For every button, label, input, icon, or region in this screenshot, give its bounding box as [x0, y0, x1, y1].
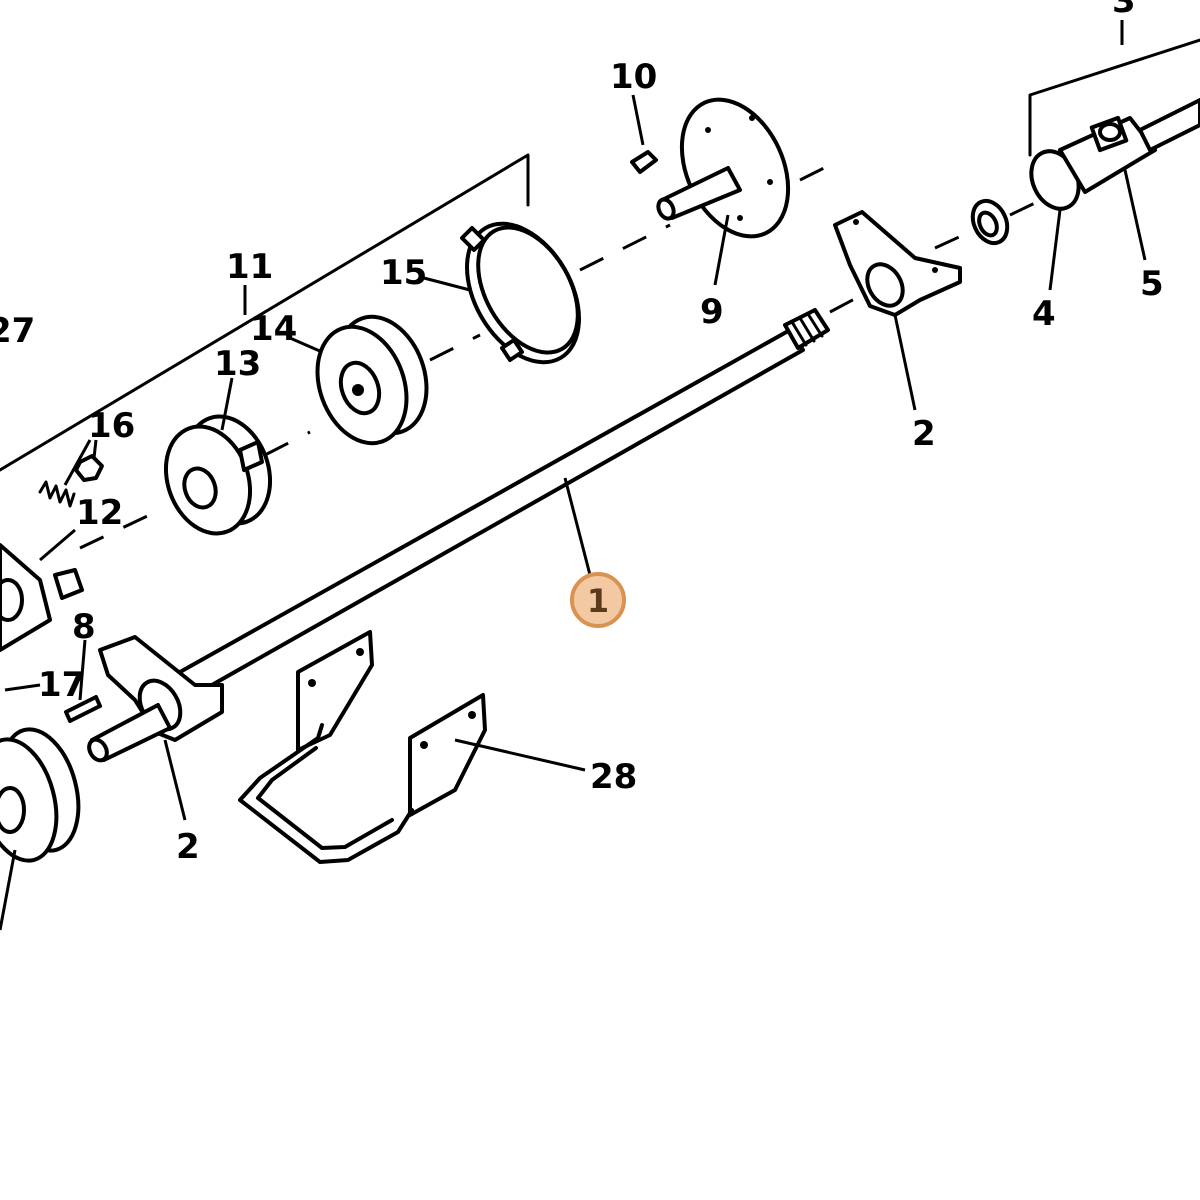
group-bracket-11: [0, 153, 530, 472]
label-part-15: 15: [380, 253, 427, 293]
label-part-4: 4: [1032, 294, 1056, 334]
label-part-9: 9: [700, 292, 724, 332]
key-pin-part[interactable]: [64, 639, 102, 723]
group-bracket-3: [1028, 20, 1200, 157]
label-part-2-upper: 2: [912, 414, 936, 454]
label-part-28: 28: [590, 757, 637, 797]
label-part-12: 12: [76, 493, 123, 533]
label-part-13: 13: [214, 344, 261, 384]
label-part-10: 10: [610, 57, 657, 97]
bearing-block-lower[interactable]: [86, 635, 224, 821]
universal-joint-part[interactable]: [1022, 98, 1200, 261]
bearing-block-upper[interactable]: [833, 210, 962, 411]
label-part-5: 5: [1140, 264, 1164, 304]
pulley-part-14[interactable]: [289, 304, 442, 455]
left-bearing-housing-part[interactable]: [0, 528, 84, 652]
main-shaft[interactable]: [178, 308, 830, 696]
hub-part-13[interactable]: [152, 377, 285, 545]
lower-left-pulley[interactable]: [0, 721, 91, 931]
band-ring-part[interactable]: [419, 204, 602, 382]
spring-and-nut-part[interactable]: [38, 439, 104, 508]
flange-hub-part[interactable]: [655, 82, 809, 286]
label-part-14: 14: [250, 309, 297, 349]
screw-part[interactable]: [630, 94, 658, 174]
seal-ring-part[interactable]: [966, 195, 1062, 291]
label-part-8: 8: [72, 607, 96, 647]
label-part-2-lower: 2: [176, 827, 200, 867]
label-part-11: 11: [226, 247, 273, 287]
label-part-3: 3: [1112, 0, 1136, 21]
label-part-16: 16: [88, 406, 135, 446]
highlighted-callout-part-1[interactable]: 1: [563, 477, 626, 628]
label-part-27: 27: [0, 311, 35, 351]
leader-17: [4, 683, 41, 692]
highlight-circle[interactable]: [570, 572, 626, 628]
assembly-centerlines: [79, 163, 1036, 550]
label-part-17: 17: [38, 665, 85, 705]
label-part-1: 1: [587, 582, 609, 620]
guard-bracket-part[interactable]: [238, 630, 586, 864]
